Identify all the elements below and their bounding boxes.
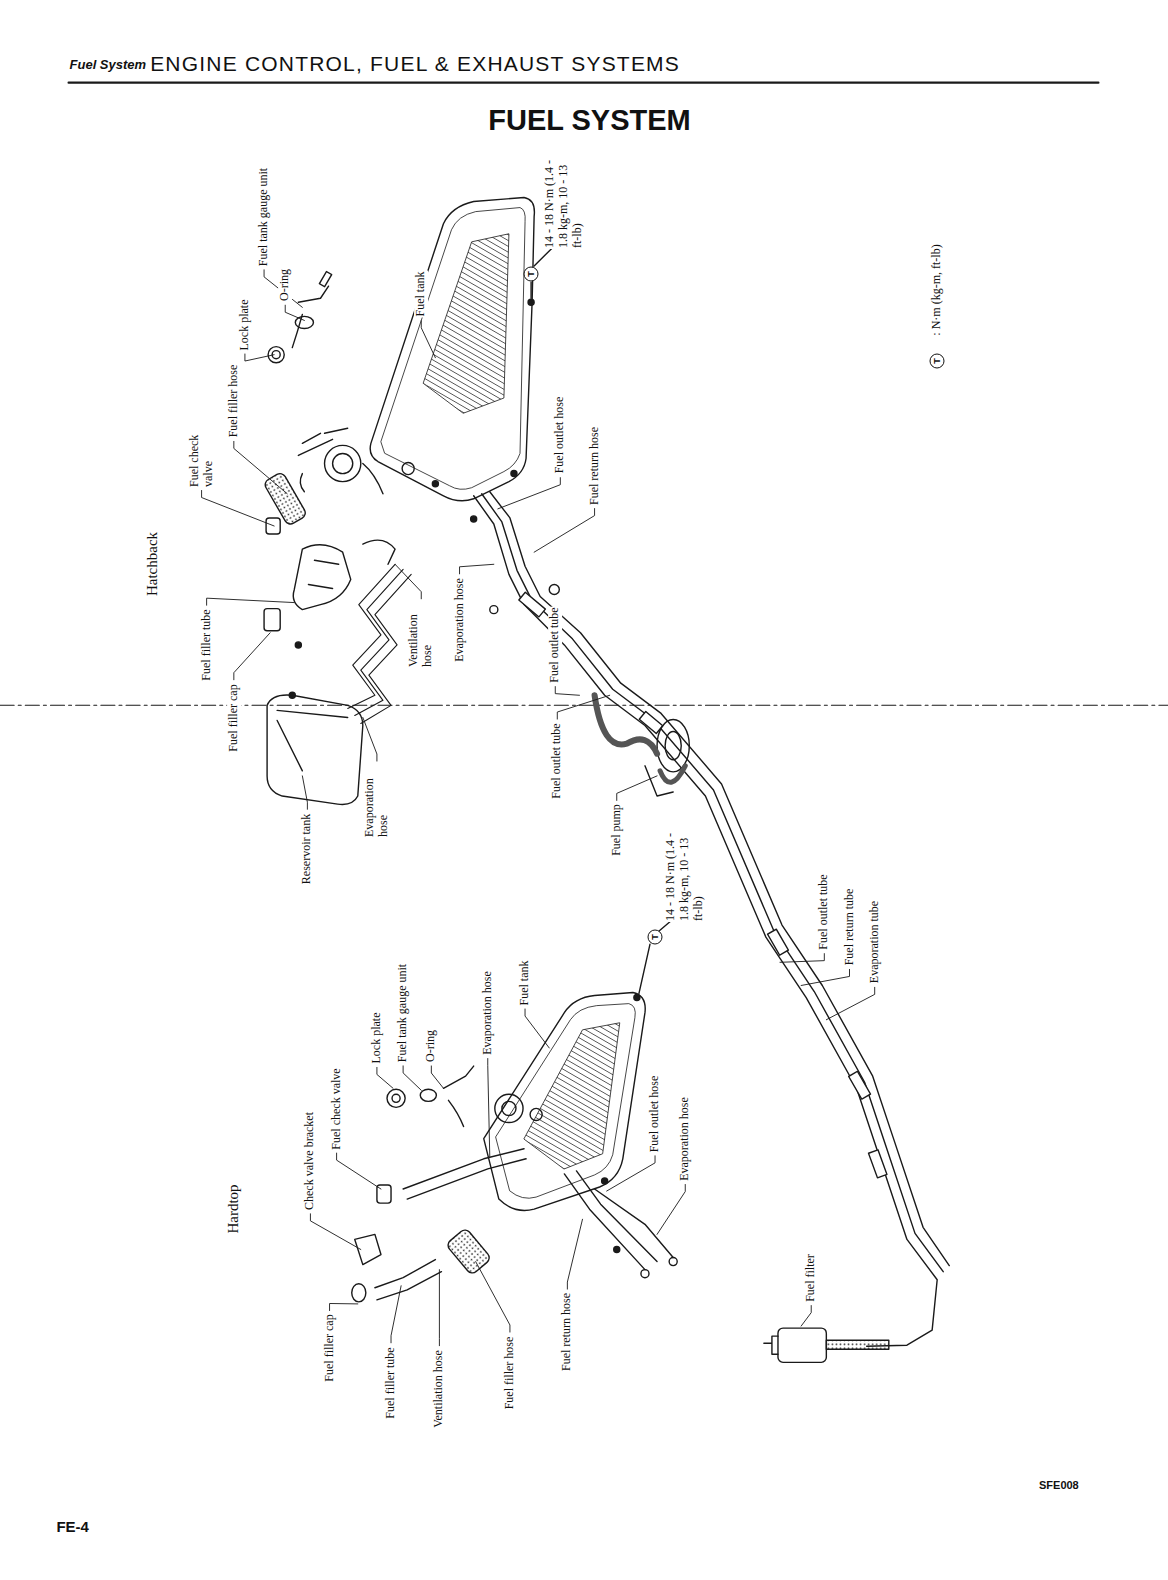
leader-line bbox=[780, 954, 824, 963]
hatchback-filler-parts bbox=[263, 271, 395, 647]
torque-mark: T bbox=[930, 353, 945, 368]
part-label: Fuel outlet hose bbox=[553, 396, 567, 475]
figure-code: SFE008 bbox=[1038, 1479, 1080, 1492]
part-label: Fuel filler cap bbox=[227, 683, 241, 752]
page-section: Fuel System – bbox=[69, 58, 158, 73]
part-label: Fuel filler hose bbox=[503, 1335, 517, 1410]
part-label: Evaporation hose bbox=[453, 577, 467, 663]
leader-line bbox=[607, 1156, 655, 1191]
part-label: Fuel filler tube bbox=[200, 608, 214, 681]
part-label: Evaporation hose bbox=[363, 764, 391, 838]
part-label: Ventilation hose bbox=[407, 602, 435, 668]
part-label: Fuel tank bbox=[414, 271, 428, 318]
part-label: Fuel tank gauge unit bbox=[257, 166, 271, 266]
leader-line bbox=[555, 687, 579, 696]
part-label: Fuel filler tube bbox=[384, 1346, 398, 1419]
part-label: Fuel tank gauge unit bbox=[396, 963, 410, 1063]
part-label: Lock plate bbox=[370, 1011, 384, 1064]
leader-line bbox=[377, 1067, 393, 1088]
part-label: Fuel filler cap bbox=[323, 1314, 337, 1383]
part-label: Fuel return hose bbox=[560, 1292, 574, 1372]
part-label: Reservoir tank bbox=[300, 812, 314, 884]
leader-line bbox=[567, 1219, 582, 1289]
part-label: Fuel return tube bbox=[843, 888, 857, 967]
leader-line bbox=[431, 1066, 443, 1088]
fuel-pump bbox=[595, 695, 690, 796]
header-rule bbox=[69, 82, 1099, 84]
part-label: Evaporation hose bbox=[481, 970, 495, 1056]
diagram-title: FUEL SYSTEM bbox=[487, 104, 692, 137]
part-label: Fuel outlet tube bbox=[550, 722, 564, 799]
leader-lines bbox=[202, 270, 875, 1346]
leader-line bbox=[617, 776, 657, 801]
part-label: Lock plate bbox=[238, 298, 252, 351]
leader-line bbox=[337, 1153, 381, 1189]
leader-line bbox=[234, 441, 287, 493]
leader-line bbox=[202, 490, 275, 526]
leader-line bbox=[245, 354, 274, 361]
part-label: Check valve bracket bbox=[303, 1111, 317, 1211]
leader-line bbox=[498, 478, 560, 509]
leader-line bbox=[421, 321, 435, 358]
hardtop-fuel-tank bbox=[484, 993, 645, 1211]
leader-line bbox=[801, 969, 849, 985]
leader-line bbox=[801, 1306, 811, 1327]
leader-line bbox=[330, 1303, 358, 1310]
part-label: Fuel check valve bbox=[330, 1067, 344, 1150]
leader-line bbox=[391, 1286, 401, 1343]
leader-line bbox=[363, 717, 377, 761]
part-label: Fuel tank bbox=[518, 959, 532, 1006]
part-label: Ventilation hose bbox=[432, 1349, 446, 1429]
part-label: Fuel check valve bbox=[188, 424, 216, 488]
page-header: ENGINE CONTROL, FUEL & EXHAUST SYSTEMS bbox=[149, 52, 681, 76]
page-number: FE-4 bbox=[55, 1518, 90, 1535]
part-label: Fuel pump bbox=[610, 804, 624, 858]
part-label: Fuel outlet hose bbox=[648, 1074, 662, 1153]
part-label: O-ring bbox=[424, 1029, 438, 1063]
leader-line bbox=[657, 1184, 685, 1234]
part-label: Fuel filter bbox=[804, 1253, 818, 1303]
leader-line bbox=[826, 987, 874, 1019]
part-label: Fuel outlet tube bbox=[548, 606, 562, 683]
hardtop-filler-parts bbox=[352, 1066, 677, 1302]
part-label: Fuel outlet tube bbox=[817, 873, 831, 950]
leader-line bbox=[310, 1214, 360, 1250]
part-label: O-ring bbox=[278, 268, 292, 302]
leader-line bbox=[439, 1270, 440, 1346]
part-label: Evaporation tube bbox=[868, 900, 882, 984]
group-heading: Hardtop bbox=[225, 1184, 242, 1235]
leader-line bbox=[488, 1059, 490, 1157]
torque-spec: 14 - 18 N·m (1.4 - 1.8 kg-m, 10 - 13 ft-… bbox=[544, 155, 585, 249]
torque-leader bbox=[639, 919, 673, 994]
unit-note: : N·m (kg-m, ft-lb) bbox=[930, 244, 944, 337]
hatchback-fuel-tank bbox=[325, 198, 535, 501]
leader-line bbox=[302, 776, 307, 809]
leader-line bbox=[557, 695, 609, 719]
part-label: Fuel filler hose bbox=[227, 364, 241, 439]
fuel-filter bbox=[764, 1328, 889, 1362]
leader-line bbox=[234, 633, 270, 680]
leader-line bbox=[476, 1262, 510, 1332]
leader-line bbox=[285, 305, 304, 320]
part-label: Evaporation hose bbox=[678, 1096, 692, 1182]
separator-line bbox=[0, 705, 1168, 706]
torque-spec: 14 - 18 N·m (1.4 - 1.8 kg-m, 10 - 13 ft-… bbox=[665, 828, 706, 922]
part-label: Fuel return hose bbox=[588, 426, 602, 506]
leader-line bbox=[534, 509, 594, 553]
leader-line bbox=[395, 564, 421, 599]
fuel-tubes bbox=[471, 492, 950, 1346]
torque-mark: T bbox=[648, 930, 663, 945]
torque-mark: T bbox=[524, 267, 539, 282]
leader-line bbox=[207, 598, 295, 605]
leader-line bbox=[460, 564, 494, 574]
leader-line bbox=[403, 1066, 421, 1090]
leader-line bbox=[525, 1009, 549, 1048]
group-heading: Hatchback bbox=[145, 531, 162, 597]
